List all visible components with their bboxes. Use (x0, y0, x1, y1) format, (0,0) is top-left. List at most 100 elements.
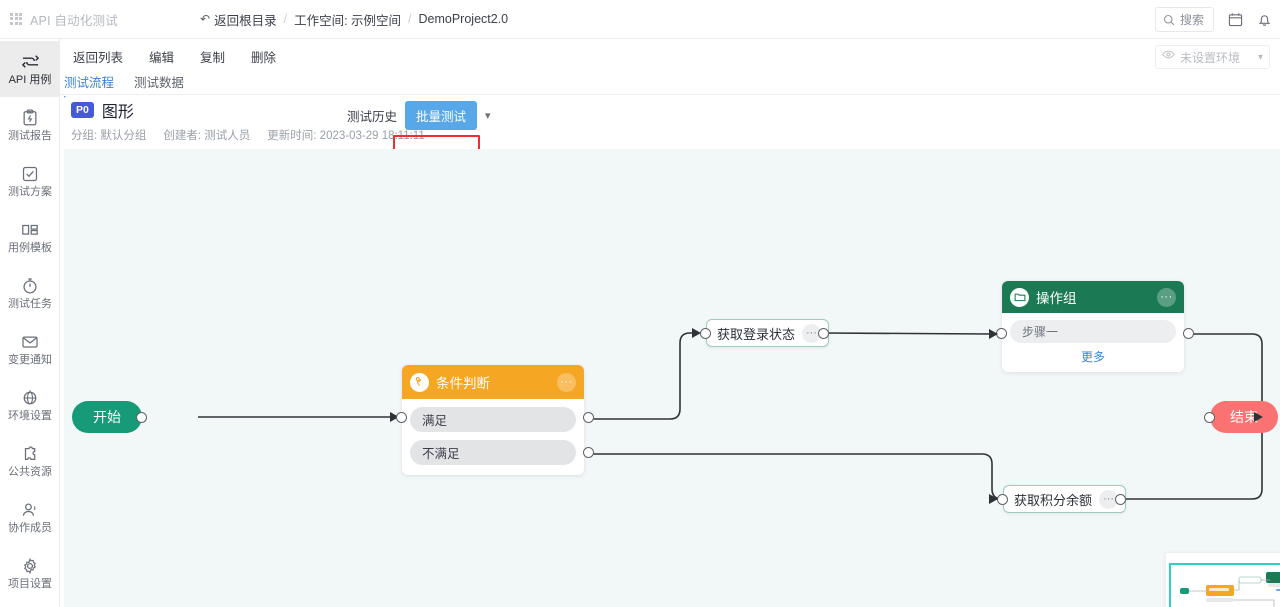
node-end[interactable]: 结束 (1204, 401, 1278, 433)
group-header: 操作组 ··· (1002, 281, 1184, 313)
group-more-link[interactable]: 更多 (1080, 350, 1105, 364)
edge-arrow-to-points-balance (989, 494, 998, 504)
node-condition[interactable]: 条件判断 ··· 满足 不满足 (396, 365, 594, 475)
sidebar-item-api-cases[interactable]: API 用例 (0, 41, 60, 97)
sidebar-item-label: 环境设置 (8, 409, 52, 422)
calendar-icon[interactable] (1228, 12, 1243, 27)
api-output-port[interactable] (818, 328, 829, 339)
breadcrumb-project[interactable]: DemoProject2.0 (418, 12, 509, 26)
sidebar-item-project-settings[interactable]: 项目设置 (0, 545, 60, 601)
case-meta: 分组: 默认分组 创建者: 测试人员 更新时间: 2023-03-29 18:1… (64, 127, 478, 143)
brand[interactable]: API 自动化测试 (0, 10, 200, 29)
node-start[interactable]: 开始 (72, 401, 147, 433)
start-label: 开始 (93, 409, 121, 425)
sidebar-item-label: 测试任务 (8, 297, 52, 310)
meta-group: 分组: 默认分组 (71, 130, 147, 142)
mail-icon (21, 333, 39, 351)
sidebar-item-change-notify[interactable]: 变更通知 (0, 321, 60, 377)
globe-settings-icon (21, 389, 39, 407)
chevron-down-icon[interactable]: ▾ (485, 110, 491, 122)
branch-unsatisfied[interactable]: 不满足 (410, 440, 576, 465)
end-input-port[interactable] (1204, 411, 1215, 423)
group-output-port[interactable] (1183, 328, 1194, 339)
branch-unsatisfied-output-port[interactable] (583, 447, 594, 458)
search-icon (1163, 14, 1175, 26)
start-output-port[interactable] (136, 411, 147, 423)
search-button[interactable]: 搜索 (1154, 7, 1214, 32)
puzzle-icon (21, 445, 39, 463)
sidebar-item-label: 变更通知 (8, 353, 52, 366)
condition-menu-button[interactable]: ··· (557, 372, 576, 392)
api-input-port[interactable] (997, 494, 1008, 505)
app-grid-icon[interactable] (10, 12, 23, 26)
branch-satisfied-output-port[interactable] (583, 412, 594, 423)
sidebar-item-label: 公共资源 (8, 465, 52, 478)
condition-branches: 满足 不满足 (402, 399, 584, 475)
sidebar-item-test-report[interactable]: 测试报告 (0, 97, 60, 153)
group-card: 操作组 ··· 步骤一 更多 (1002, 281, 1184, 372)
tab-divider (60, 94, 1280, 95)
api-node-label: 获取登录状态 (717, 326, 796, 342)
sidebar-item-test-task[interactable]: 测试任务 (0, 265, 60, 321)
condition-input-port[interactable] (396, 412, 407, 423)
api-input-port[interactable] (700, 328, 711, 339)
group-title: 操作组 (1036, 291, 1077, 306)
api-output-port[interactable] (1115, 494, 1126, 505)
test-history-button[interactable]: 测试历史 (347, 110, 398, 124)
edge-arrow-to-group (989, 329, 998, 339)
environment-value: 未设置环境 (1180, 50, 1241, 65)
copy-button[interactable]: 复制 (191, 43, 235, 70)
chevron-down-icon: ▾ (1257, 51, 1263, 63)
node-get-login-status[interactable]: 获取登录状态 ··· (700, 319, 830, 347)
api-node-menu-button[interactable]: ··· (802, 323, 822, 343)
bell-icon[interactable] (1257, 12, 1272, 27)
tab-label: 测试流程 (64, 76, 115, 90)
delete-button[interactable]: 删除 (242, 43, 286, 70)
sidebar-item-label: 测试方案 (8, 185, 52, 198)
eye-icon (1162, 48, 1175, 66)
sidebar: API 用例 测试报告 测试方案 用例模板 测试任务 (0, 39, 60, 607)
minimap[interactable] (1165, 552, 1280, 607)
priority-badge: P0 (71, 101, 94, 119)
brand-name: API 自动化测试 (30, 13, 118, 28)
start-label-wrap: 开始 (72, 401, 142, 433)
api-card: 获取积分余额 ··· (1003, 485, 1127, 513)
api-shuffle-icon (21, 52, 40, 71)
environment-select[interactable]: 未设置环境 ▾ (1155, 45, 1270, 69)
page-title: 图形 (101, 104, 134, 121)
node-operation-group[interactable]: 操作组 ··· 步骤一 更多 (996, 281, 1194, 372)
sidebar-item-label: API 用例 (8, 74, 52, 86)
sidebar-item-public-resource[interactable]: 公共资源 (0, 433, 60, 489)
sidebar-item-environment[interactable]: 环境设置 (0, 377, 60, 433)
branch-icon (410, 372, 429, 392)
minimap-viewport[interactable] (1169, 563, 1280, 607)
breadcrumb-separator: / (283, 12, 288, 26)
branch-label: 不满足 (422, 447, 460, 461)
node-get-points-balance[interactable]: 获取积分余额 ··· (997, 485, 1127, 513)
end-label: 结束 (1230, 409, 1258, 425)
edit-button[interactable]: 编辑 (140, 43, 184, 70)
sidebar-item-test-plan[interactable]: 测试方案 (0, 153, 60, 209)
back-to-list-button[interactable]: 返回列表 (64, 43, 133, 70)
sidebar-item-label: 用例模板 (8, 241, 52, 254)
breadcrumb-back[interactable]: ↶ 返回根目录 (200, 10, 277, 29)
meta-creator: 创建者: 测试人员 (163, 130, 251, 142)
api-card: 获取登录状态 ··· (706, 319, 830, 347)
group-step-label: 步骤一 (1022, 325, 1059, 339)
search-label: 搜索 (1179, 13, 1204, 27)
sidebar-item-members[interactable]: 协作成员 (0, 489, 60, 545)
sidebar-item-label: 协作成员 (8, 521, 52, 534)
group-step-item[interactable]: 步骤一 (1010, 320, 1176, 343)
tab-label: 测试数据 (134, 76, 185, 90)
branch-satisfied[interactable]: 满足 (410, 407, 576, 432)
flow-canvas[interactable]: 开始 条件判断 ··· 满足 (64, 149, 1280, 607)
tab-test-data[interactable]: 测试数据 (134, 72, 184, 98)
batch-test-button[interactable]: 批量测试 (405, 101, 478, 130)
sidebar-item-case-template[interactable]: 用例模板 (0, 209, 60, 265)
breadcrumb-workspace[interactable]: 工作空间: 示例空间 (294, 13, 402, 28)
api-node-menu-button[interactable]: ··· (1099, 489, 1119, 509)
edge-arrow-to-condition (390, 412, 399, 422)
group-menu-button[interactable]: ··· (1157, 287, 1176, 307)
plan-check-icon (21, 165, 39, 183)
